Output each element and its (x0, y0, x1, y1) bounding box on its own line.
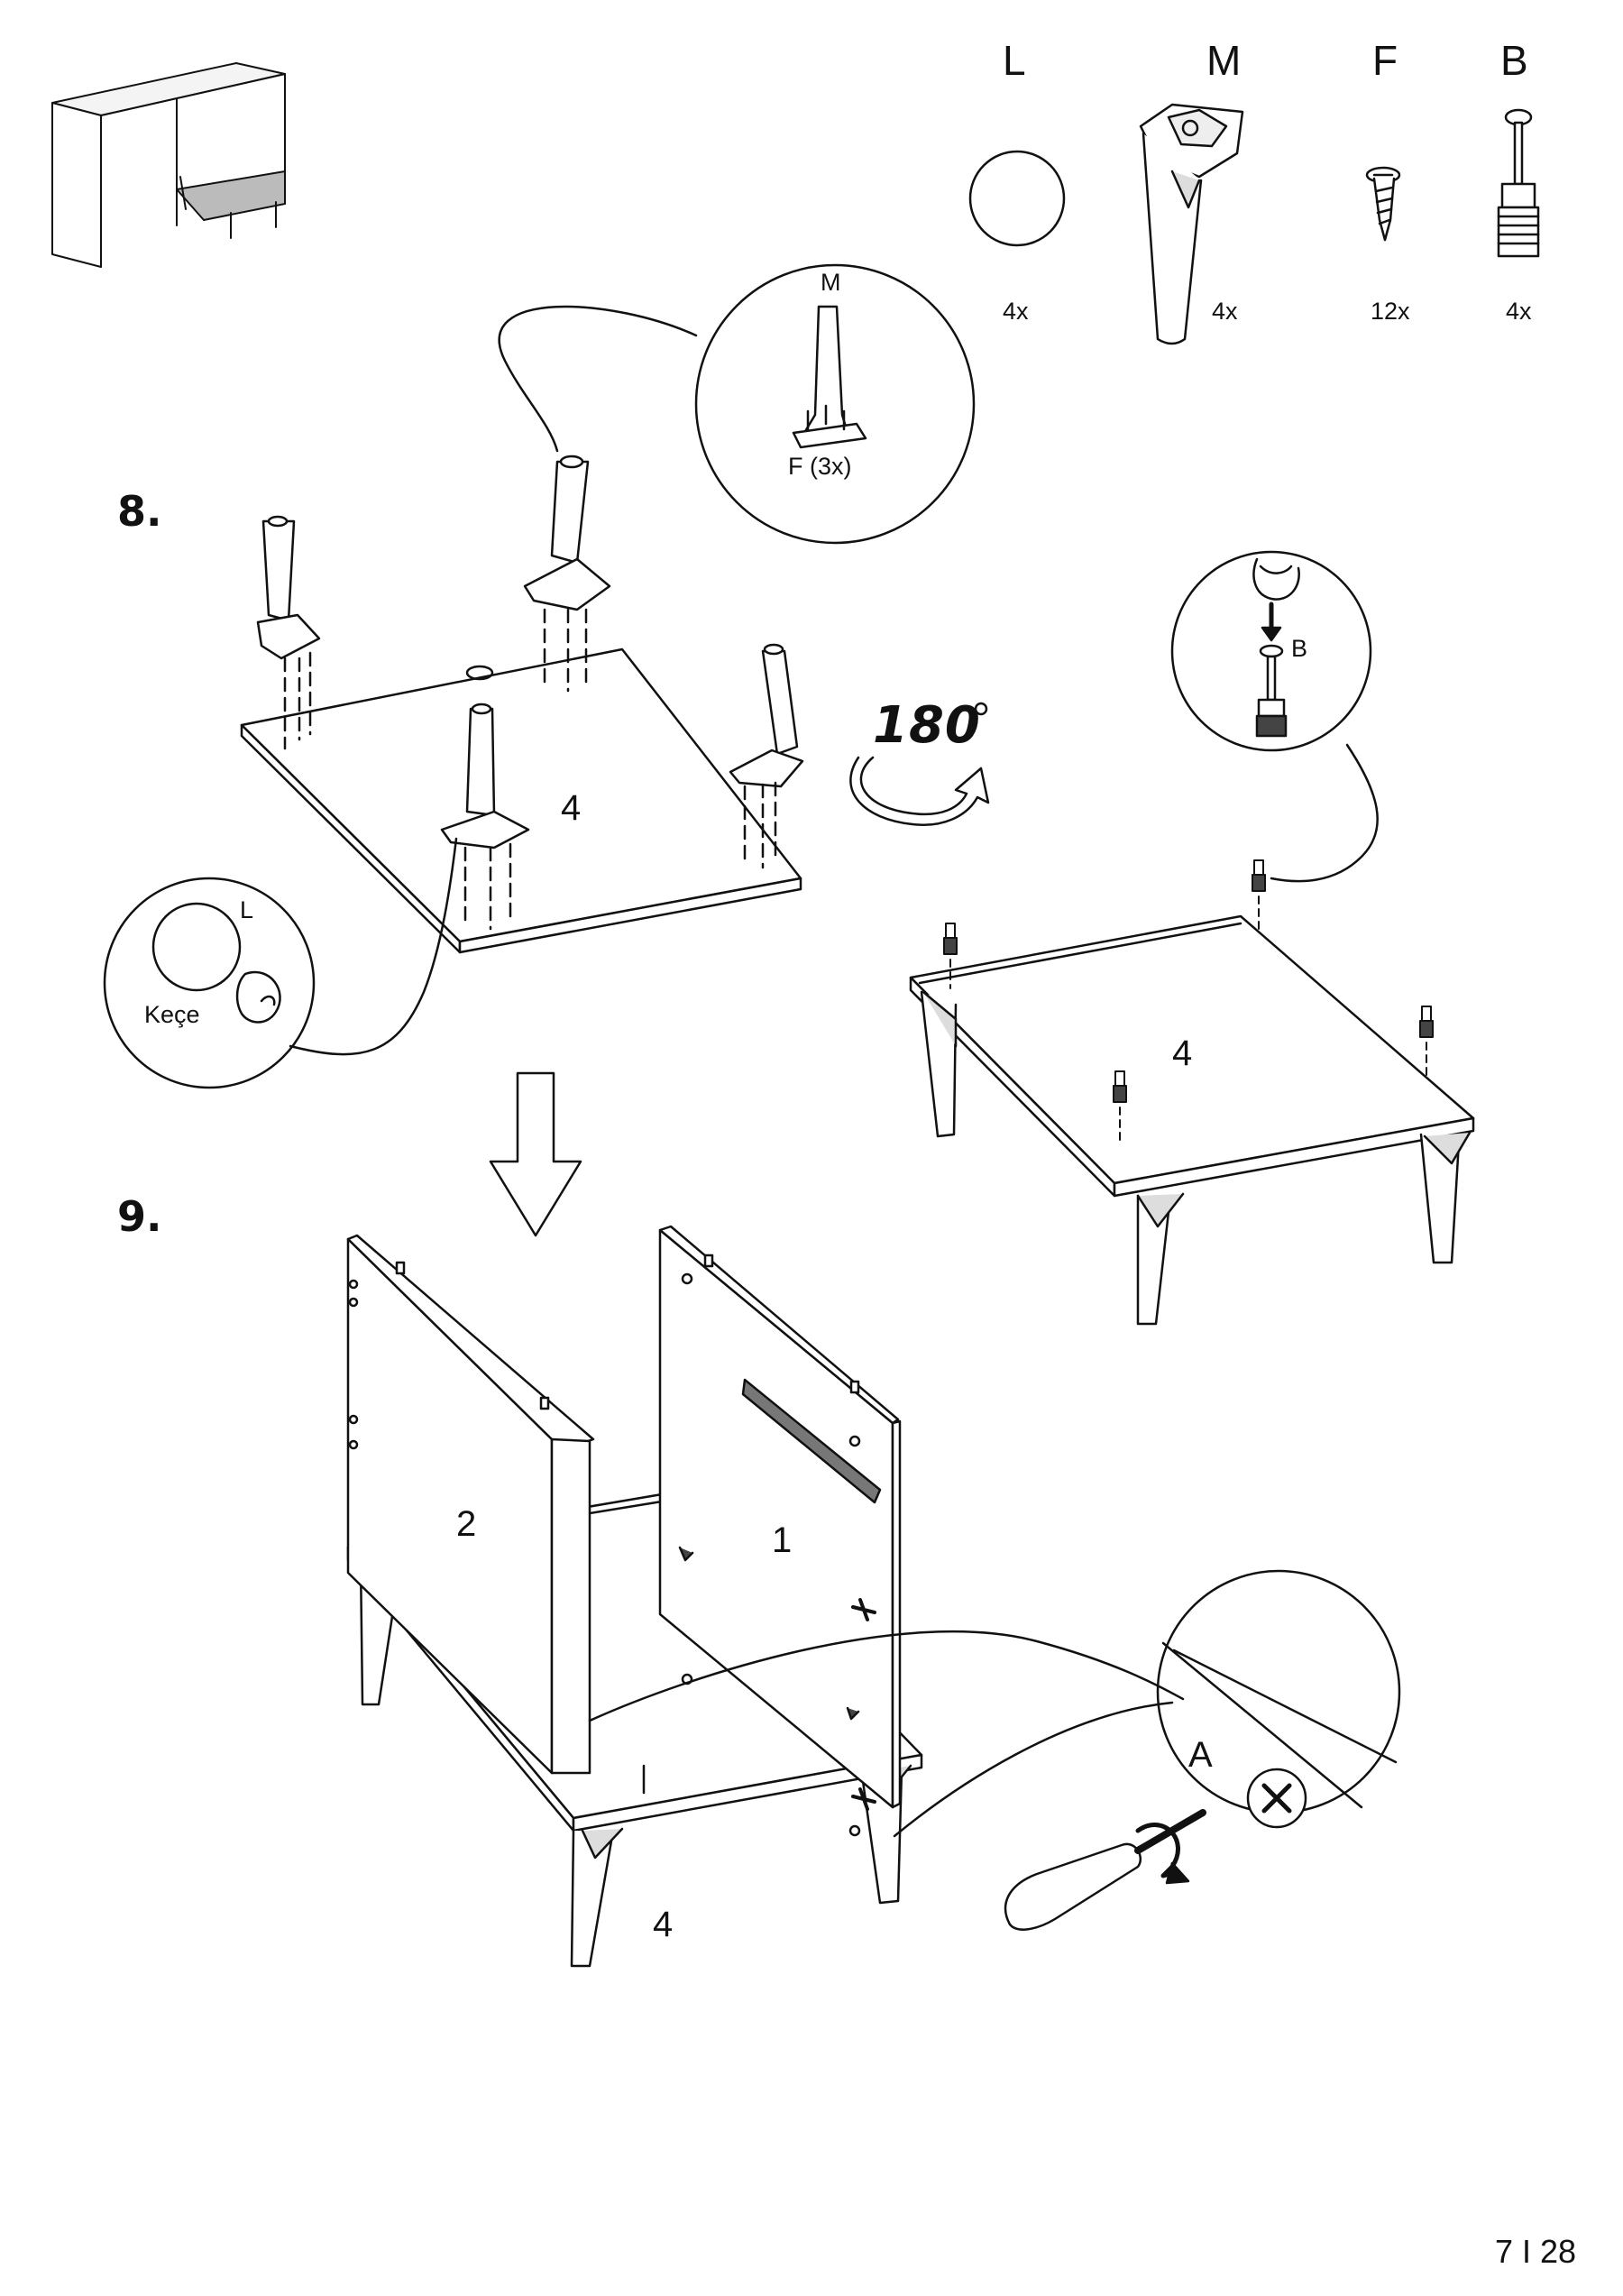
leg-callout (498, 263, 976, 545)
bolt-callout-part: B (1291, 635, 1308, 662)
step8-panel (240, 647, 802, 954)
part-letter-b: B (1500, 37, 1528, 84)
screw-icon (1365, 166, 1401, 242)
felt-callout-label: Keçe (144, 1001, 200, 1028)
screwdriver-icon (1004, 1809, 1206, 1931)
flipped-panel-label: 4 (1172, 1033, 1193, 1073)
rotation-value: 180 (873, 696, 981, 755)
desk-thumbnail (51, 62, 286, 268)
bolt-marks (943, 859, 1434, 1146)
leg-callout-screws: F (3x) (788, 453, 852, 480)
glide-bolt-icon (1497, 108, 1540, 258)
leg-icon (1139, 103, 1244, 345)
step8-legs (256, 455, 804, 931)
cam-callout (588, 1569, 1401, 1838)
part-qty-b: 4x (1506, 298, 1532, 325)
part-letter-m: M (1206, 37, 1242, 84)
cam-callout-part: A (1188, 1735, 1213, 1775)
step9-panel-2 (346, 1234, 595, 1775)
leg-callout-part: M (821, 269, 841, 296)
step8-panel-label: 4 (561, 788, 582, 828)
bolt-callout (1170, 550, 1379, 883)
base-panel-label: 4 (653, 1905, 674, 1944)
down-arrow-icon (489, 1071, 582, 1237)
step9-panel-1 (642, 1225, 902, 1837)
flipped-table (909, 859, 1475, 1326)
part-qty-m: 4x (1212, 298, 1238, 325)
felt-pad-icon (968, 150, 1066, 247)
step-9-number: 9. (117, 1192, 162, 1241)
part-letter-f: F (1372, 37, 1398, 84)
step-8-number: 8. (117, 487, 162, 536)
rotation-arrow-icon (849, 702, 990, 826)
panel-1-label: 1 (772, 1520, 793, 1560)
part-qty-f: 12x (1371, 298, 1410, 325)
page-number: 7 I 28 (1495, 2233, 1577, 2270)
felt-callout-part: L (240, 896, 254, 923)
part-qty-l: 4x (1003, 298, 1029, 325)
part-letter-l: L (1003, 37, 1026, 84)
panel-2-label: 2 (456, 1504, 477, 1544)
felt-callout (103, 837, 458, 1089)
